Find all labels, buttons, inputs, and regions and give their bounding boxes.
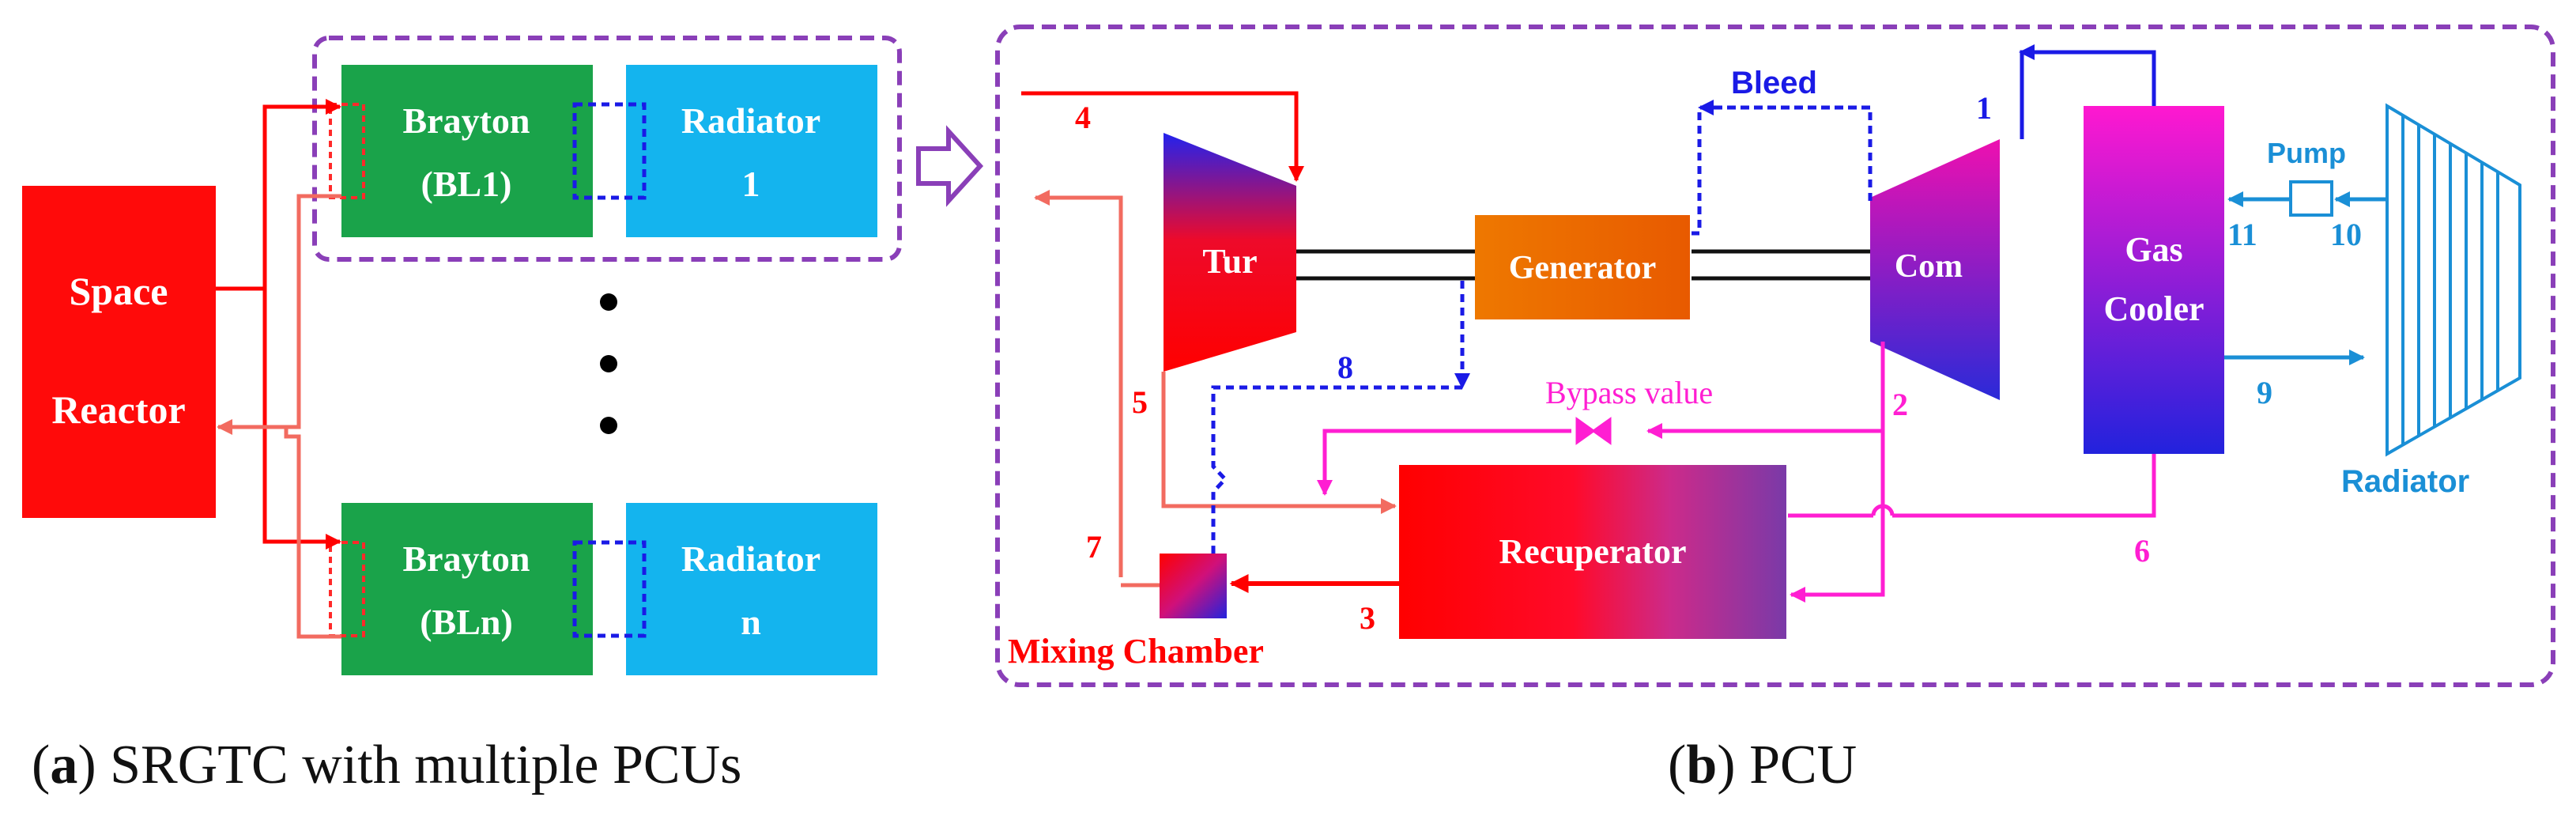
flow-6: [1892, 454, 2156, 518]
panel-a: Space Reactor Brayton (BL1) Radiator 1 B…: [22, 36, 984, 795]
ellipsis-dot: [600, 293, 617, 311]
reactor-flow-lines: [216, 99, 341, 639]
compressor: [1870, 139, 2000, 400]
ellipsis-dot: [600, 355, 617, 372]
flow-8b: [1211, 385, 1462, 554]
state-8: 8: [1337, 350, 1353, 385]
radiator-fins: [2386, 103, 2521, 457]
flow-bleed: [1692, 105, 1873, 236]
bl1-coolant-loop: [572, 102, 647, 200]
shaft: [1296, 249, 1872, 281]
state-6: 6: [2134, 533, 2150, 569]
bypass-label: Bypass value: [1545, 375, 1713, 410]
state-3: 3: [1360, 600, 1375, 636]
state-1: 1: [1976, 90, 1992, 126]
radiator-n-label-2: n: [741, 602, 761, 642]
bln-reactor-loop: [329, 541, 365, 637]
radiator-1-box: [626, 65, 877, 237]
mixing-chamber: [1160, 554, 1227, 618]
pump-label: Pump: [2267, 137, 2346, 169]
recuperator: [1399, 465, 1786, 639]
bln-coolant-loop: [572, 540, 647, 638]
caption-b: (b) PCU: [1668, 735, 1857, 795]
state-9: 9: [2257, 375, 2272, 410]
brayton-bl1-label-2: (BL1): [421, 164, 512, 204]
brayton-bl1-box: [341, 65, 593, 237]
gas-cooler-label-1: Gas: [2125, 230, 2182, 269]
space-reactor-box: [22, 186, 216, 518]
turbine: [1164, 133, 1296, 372]
state-11: 11: [2227, 217, 2257, 252]
caption-a: (a) SRGTC with multiple PCUs: [32, 735, 741, 795]
radiator-n-label-1: Radiator: [681, 538, 820, 579]
bl1-reactor-loop: [329, 103, 365, 199]
flow-outlet: [1034, 190, 1123, 577]
flow-2: [1790, 342, 1885, 603]
generator: [1475, 215, 1690, 319]
mixing-chamber-label: Mixing Chamber: [1008, 632, 1264, 671]
bleed-label: Bleed: [1731, 66, 1817, 100]
bypass-valve: [1575, 417, 1612, 445]
ellipsis-dot: [600, 417, 617, 434]
generator-label: Generator: [1509, 250, 1657, 286]
expand-arrow: [916, 125, 984, 207]
pcu-outline: [995, 25, 2555, 687]
gas-cooler-label-2: Cooler: [2103, 289, 2204, 328]
radiator-1-label-2: 1: [742, 164, 760, 204]
brayton-bl1-label-1: Brayton: [403, 100, 530, 141]
panel-b: Tur Generator Com Gas Cooler Recuperator…: [995, 25, 2555, 795]
flow-bypass-2: [1317, 429, 1571, 496]
space-reactor-label-1: Space: [70, 269, 168, 313]
radiator-1-label-1: Radiator: [681, 100, 820, 141]
flow-4: [1021, 91, 1304, 182]
brayton-bln-label-1: Brayton: [403, 538, 530, 579]
brayton-group-outline: [312, 36, 902, 262]
pump: [2289, 180, 2333, 217]
state-2: 2: [1892, 387, 1908, 422]
state-4: 4: [1075, 100, 1091, 135]
brayton-bln-label-2: (BLn): [420, 602, 513, 642]
turbine-label: Tur: [1202, 242, 1257, 281]
radiator-n-box: [626, 503, 877, 675]
flow-5: [1161, 372, 1397, 514]
state-10: 10: [2330, 217, 2362, 252]
state-7: 7: [1086, 529, 1102, 565]
compressor-label: Com: [1895, 248, 1963, 285]
state-5: 5: [1132, 384, 1148, 420]
recuperator-label: Recuperator: [1499, 532, 1686, 571]
space-reactor-label-2: Reactor: [51, 387, 185, 432]
radiator-label: Radiator: [2341, 464, 2469, 499]
gas-cooler: [2084, 106, 2224, 454]
brayton-bln-box: [341, 503, 593, 675]
